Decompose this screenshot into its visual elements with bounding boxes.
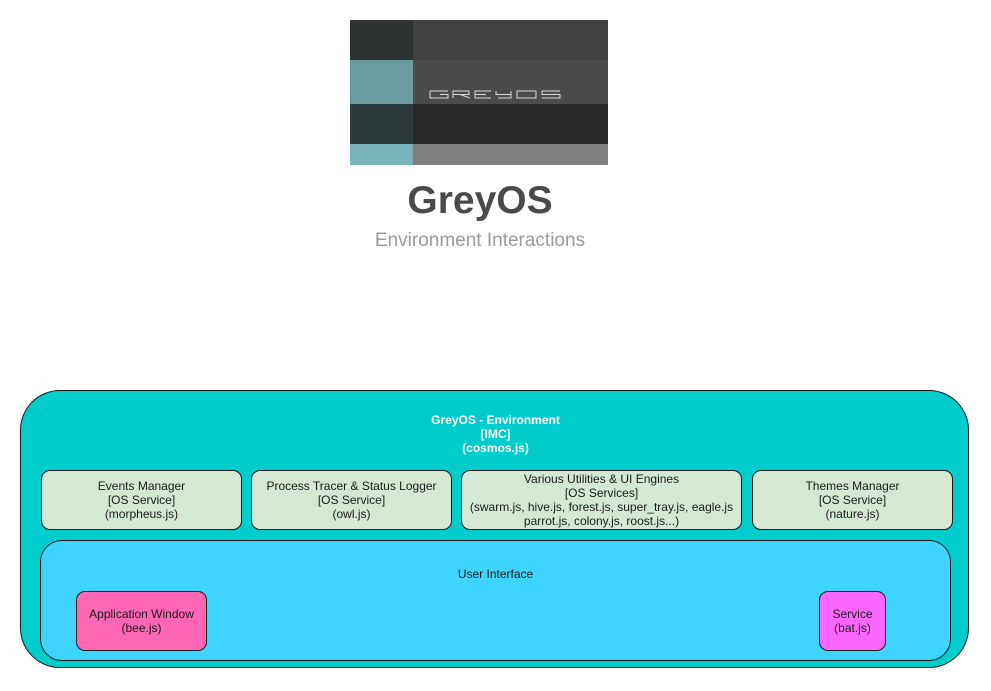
logo-band-mid	[413, 20, 608, 60]
node-name: Service	[832, 607, 873, 621]
service-box[interactable]: Service (bat.js)	[819, 591, 886, 651]
node-name: Application Window	[89, 607, 194, 621]
environment-container[interactable]: GreyOS - Environment [IMC] (cosmos.js) E…	[20, 390, 969, 668]
environment-tag: [IMC]	[480, 427, 511, 441]
greyos-logo	[350, 20, 608, 165]
service-name: Events Manager	[97, 479, 186, 493]
service-type: [OS Service]	[317, 493, 386, 507]
service-files-line1: (swarm.js, hive.js, forest.js, super_tra…	[469, 500, 734, 514]
process-tracer-box[interactable]: Process Tracer & Status Logger [OS Servi…	[251, 470, 452, 530]
page-subtitle: Environment Interactions	[374, 230, 586, 251]
events-manager-box[interactable]: Events Manager [OS Service] (morpheus.js…	[41, 470, 242, 530]
greyos-wordmark	[429, 90, 561, 99]
utilities-engines-box[interactable]: Various Utilities & UI Engines [OS Servi…	[461, 470, 742, 530]
user-interface-label: User Interface	[457, 567, 534, 581]
user-interface-panel[interactable]: User Interface Application Window (bee.j…	[40, 540, 951, 661]
service-file: (owl.js)	[332, 507, 371, 521]
themes-manager-box[interactable]: Themes Manager [OS Service] (nature.js)	[752, 470, 953, 530]
logo-band-dark	[350, 20, 413, 60]
node-file: (bat.js)	[834, 621, 871, 635]
service-files-line2: parrot.js, colony.js, roost.js...)	[523, 514, 680, 528]
environment-title: GreyOS - Environment	[431, 413, 560, 427]
page-title: GreyOS	[407, 179, 553, 222]
application-window-box[interactable]: Application Window (bee.js)	[76, 591, 207, 651]
service-file: (nature.js)	[825, 507, 880, 521]
service-name: Process Tracer & Status Logger	[266, 479, 437, 493]
environment-header: GreyOS - Environment [IMC] (cosmos.js)	[21, 413, 970, 455]
logo-band-light-grey	[413, 144, 608, 165]
service-type: [OS Service]	[818, 493, 887, 507]
logo-band-light-teal	[350, 144, 413, 165]
logo-band-deep	[350, 104, 413, 144]
service-file: (morpheus.js)	[104, 507, 179, 521]
node-file: (bee.js)	[121, 621, 162, 635]
logo-band-black	[413, 104, 608, 144]
service-type: [OS Service]	[107, 493, 176, 507]
service-type: [OS Services]	[564, 486, 639, 500]
service-name: Themes Manager	[805, 479, 900, 493]
logo-band-teal	[350, 60, 413, 104]
service-name: Various Utilities & UI Engines	[523, 472, 680, 486]
environment-file: (cosmos.js)	[462, 441, 529, 455]
